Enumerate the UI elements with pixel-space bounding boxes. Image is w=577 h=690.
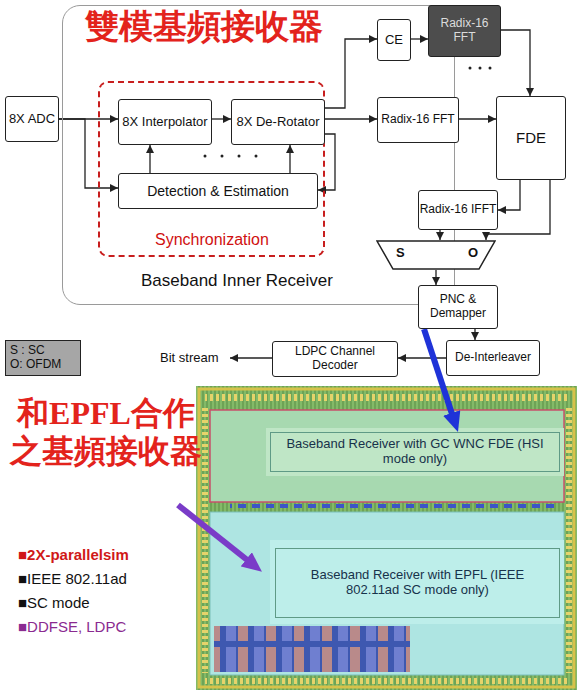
signal-wire <box>459 118 496 119</box>
node-text: Baseband Receiver with EPFL (IEEE 802.11… <box>308 568 528 598</box>
chip-blocks <box>230 504 560 508</box>
node-text: FDE <box>516 129 546 146</box>
signal-wire <box>289 145 290 173</box>
process-box: De-Interleaver <box>446 340 540 376</box>
bus-dots <box>204 155 207 158</box>
process-box: Detection & Estimation <box>118 173 318 209</box>
signal-wire <box>411 38 428 39</box>
chip-region <box>266 428 564 476</box>
process-box: Radix-16 IFFT <box>418 190 498 230</box>
bus-dots <box>255 155 258 158</box>
bus-dots <box>221 155 224 158</box>
feature-bullet: ■DDFSE, LDPC <box>18 618 126 636</box>
feature-bullet: ■SC mode <box>18 594 90 612</box>
bus-dots <box>489 67 492 70</box>
signal-wire <box>498 180 520 210</box>
node-text: 8X ADC <box>9 112 55 127</box>
node-text: Synchronization <box>155 231 269 249</box>
signal-wire <box>398 357 446 358</box>
pointer-arrow <box>178 505 251 563</box>
chip-region <box>210 512 564 675</box>
io-pads <box>566 405 572 673</box>
output-wire <box>230 357 272 358</box>
process-box: PNC & Demapper <box>418 285 498 329</box>
diagram-title: 雙模基頻接收器 <box>85 4 323 50</box>
node-text: CE <box>385 33 403 48</box>
bus-dots <box>238 155 241 158</box>
output-label: Bit stream <box>160 350 219 366</box>
sync-group: Synchronization 8X Interpolator 8X De-Rota… <box>98 81 325 257</box>
node-text: Radix-16 FFT <box>381 113 454 127</box>
node-text: 8X Interpolator <box>122 115 207 130</box>
bus-dots <box>469 67 472 70</box>
signal-wire <box>325 118 377 119</box>
node-text: S <box>396 246 405 261</box>
node-text: Radix-16 IFFT <box>420 203 497 217</box>
process-box: Radix-16 FFT <box>428 5 501 57</box>
callout-text: 和EPFL合作 之基頻接收器 <box>6 394 206 471</box>
mux-shape <box>377 241 495 269</box>
node-text: Radix-16 FFT <box>429 17 500 45</box>
process-box: CE <box>377 19 411 61</box>
mux-symbol: SO <box>376 240 496 270</box>
process-box: LDPC Channel Decoder <box>272 341 398 377</box>
mode-key: S : SCO: OFDM <box>5 340 81 376</box>
process-box: FDE <box>496 96 566 180</box>
chip-texture <box>196 386 577 690</box>
memory-block <box>214 626 410 672</box>
process-box: 8X ADC <box>5 96 59 142</box>
chip-region <box>210 410 564 502</box>
process-box: 8X Interpolator <box>118 99 212 145</box>
signal-wire <box>439 230 440 240</box>
chip-block-label: Baseband Receiver with GC WNC FDE (HSI m… <box>270 432 560 472</box>
memory-block <box>214 626 410 672</box>
io-pads <box>202 405 208 673</box>
signal-wire <box>474 329 475 340</box>
node-text: Baseband Inner Receiver <box>141 271 333 291</box>
signal-wire <box>435 270 436 285</box>
chip-frame <box>199 389 574 687</box>
signal-wire <box>212 118 231 119</box>
chip-die <box>196 386 577 690</box>
node-text: De-Interleaver <box>455 351 531 365</box>
node-text: S : SC <box>10 344 45 358</box>
node-text: LDPC Channel Decoder <box>273 345 397 373</box>
node-text: Detection & Estimation <box>147 183 289 199</box>
signal-wire <box>325 39 377 108</box>
node-text: 8X De-Rotator <box>236 115 319 130</box>
io-pads <box>205 678 567 684</box>
chip-region <box>270 540 564 624</box>
io-pads <box>205 394 567 401</box>
signal-wire <box>149 145 150 173</box>
signal-wire <box>59 119 118 188</box>
signal-wire <box>501 30 530 96</box>
node-text: O <box>468 246 478 261</box>
process-box: Radix-16 FFT <box>377 97 459 143</box>
chip-block-label: Baseband Receiver with EPFL (IEEE 802.11… <box>275 548 560 618</box>
node-text: O: OFDM <box>10 358 61 372</box>
process-box: 8X De-Rotator <box>231 99 325 145</box>
node-text: PNC & Demapper <box>419 293 497 321</box>
feature-bullet: ■2X-parallelsim <box>18 546 129 564</box>
node-text: Baseband Receiver with GC WNC FDE (HSI m… <box>285 437 545 467</box>
bus-dots <box>479 67 482 70</box>
feature-bullet: ■IEEE 802.11ad <box>18 570 127 588</box>
